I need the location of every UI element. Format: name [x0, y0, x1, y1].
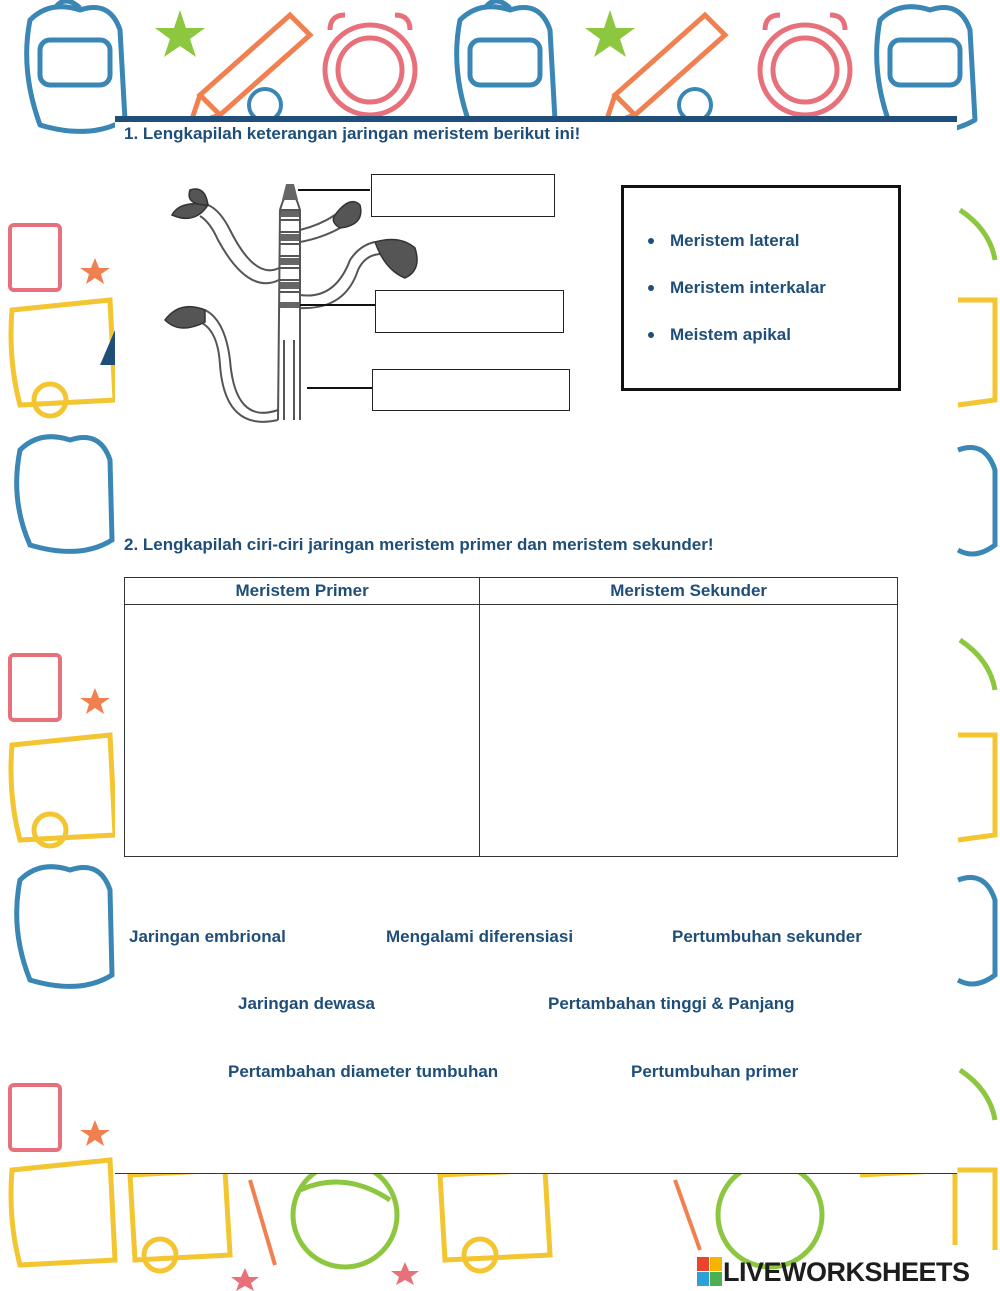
option-item: Meristem interkalar: [648, 278, 826, 325]
bullet-icon: [648, 285, 654, 291]
option-label: Meistem apikal: [670, 325, 791, 344]
answer-box-bottom[interactable]: [372, 369, 570, 411]
sheet-top-bar: [115, 116, 957, 122]
word-pertumbuhan-sekunder[interactable]: Pertumbuhan sekunder: [672, 927, 862, 946]
plant-meristem-illustration: [160, 170, 430, 430]
word-pertumbuhan-primer[interactable]: Pertumbuhan primer: [631, 1062, 799, 1081]
word-pertambahan-diameter[interactable]: Pertambahan diameter tumbuhan: [228, 1062, 499, 1081]
live-blocks-icon: [697, 1257, 722, 1286]
header-meristem-primer: Meristem Primer: [123, 577, 481, 605]
word-pertambahan-tinggi[interactable]: Pertambahan tinggi & Panjang: [548, 994, 795, 1013]
option-item: Meistem apikal: [648, 325, 826, 372]
question-1-title: 1. Lengkapilah keterangan jaringan meris…: [124, 124, 581, 143]
drop-zone-sekunder[interactable]: [479, 604, 898, 857]
drop-zone-primer[interactable]: [123, 604, 481, 857]
option-label: Meristem interkalar: [670, 278, 826, 297]
options-box: Meristem lateral Meristem interkalar Mei…: [621, 185, 901, 391]
question-2-title: 2. Lengkapilah ciri-ciri jaringan merist…: [124, 535, 714, 554]
header-meristem-sekunder: Meristem Sekunder: [479, 577, 898, 605]
answer-box-middle[interactable]: [375, 290, 564, 333]
word-jaringan-embrional[interactable]: Jaringan embrional: [129, 927, 286, 946]
meristem-table: Meristem Primer Meristem Sekunder: [123, 577, 898, 857]
bullet-icon: [648, 332, 654, 338]
liveworksheets-logo: LIVEWORKSHEETS: [697, 1256, 970, 1288]
option-item: Meristem lateral: [648, 231, 826, 278]
word-jaringan-dewasa[interactable]: Jaringan dewasa: [238, 994, 376, 1013]
options-list: Meristem lateral Meristem interkalar Mei…: [648, 231, 826, 372]
word-mengalami-diferensiasi[interactable]: Mengalami diferensiasi: [386, 927, 574, 946]
bullet-icon: [648, 238, 654, 244]
option-label: Meristem lateral: [670, 231, 800, 250]
answer-box-top[interactable]: [371, 174, 555, 217]
brand-name: LIVEWORKSHEETS: [723, 1256, 970, 1287]
